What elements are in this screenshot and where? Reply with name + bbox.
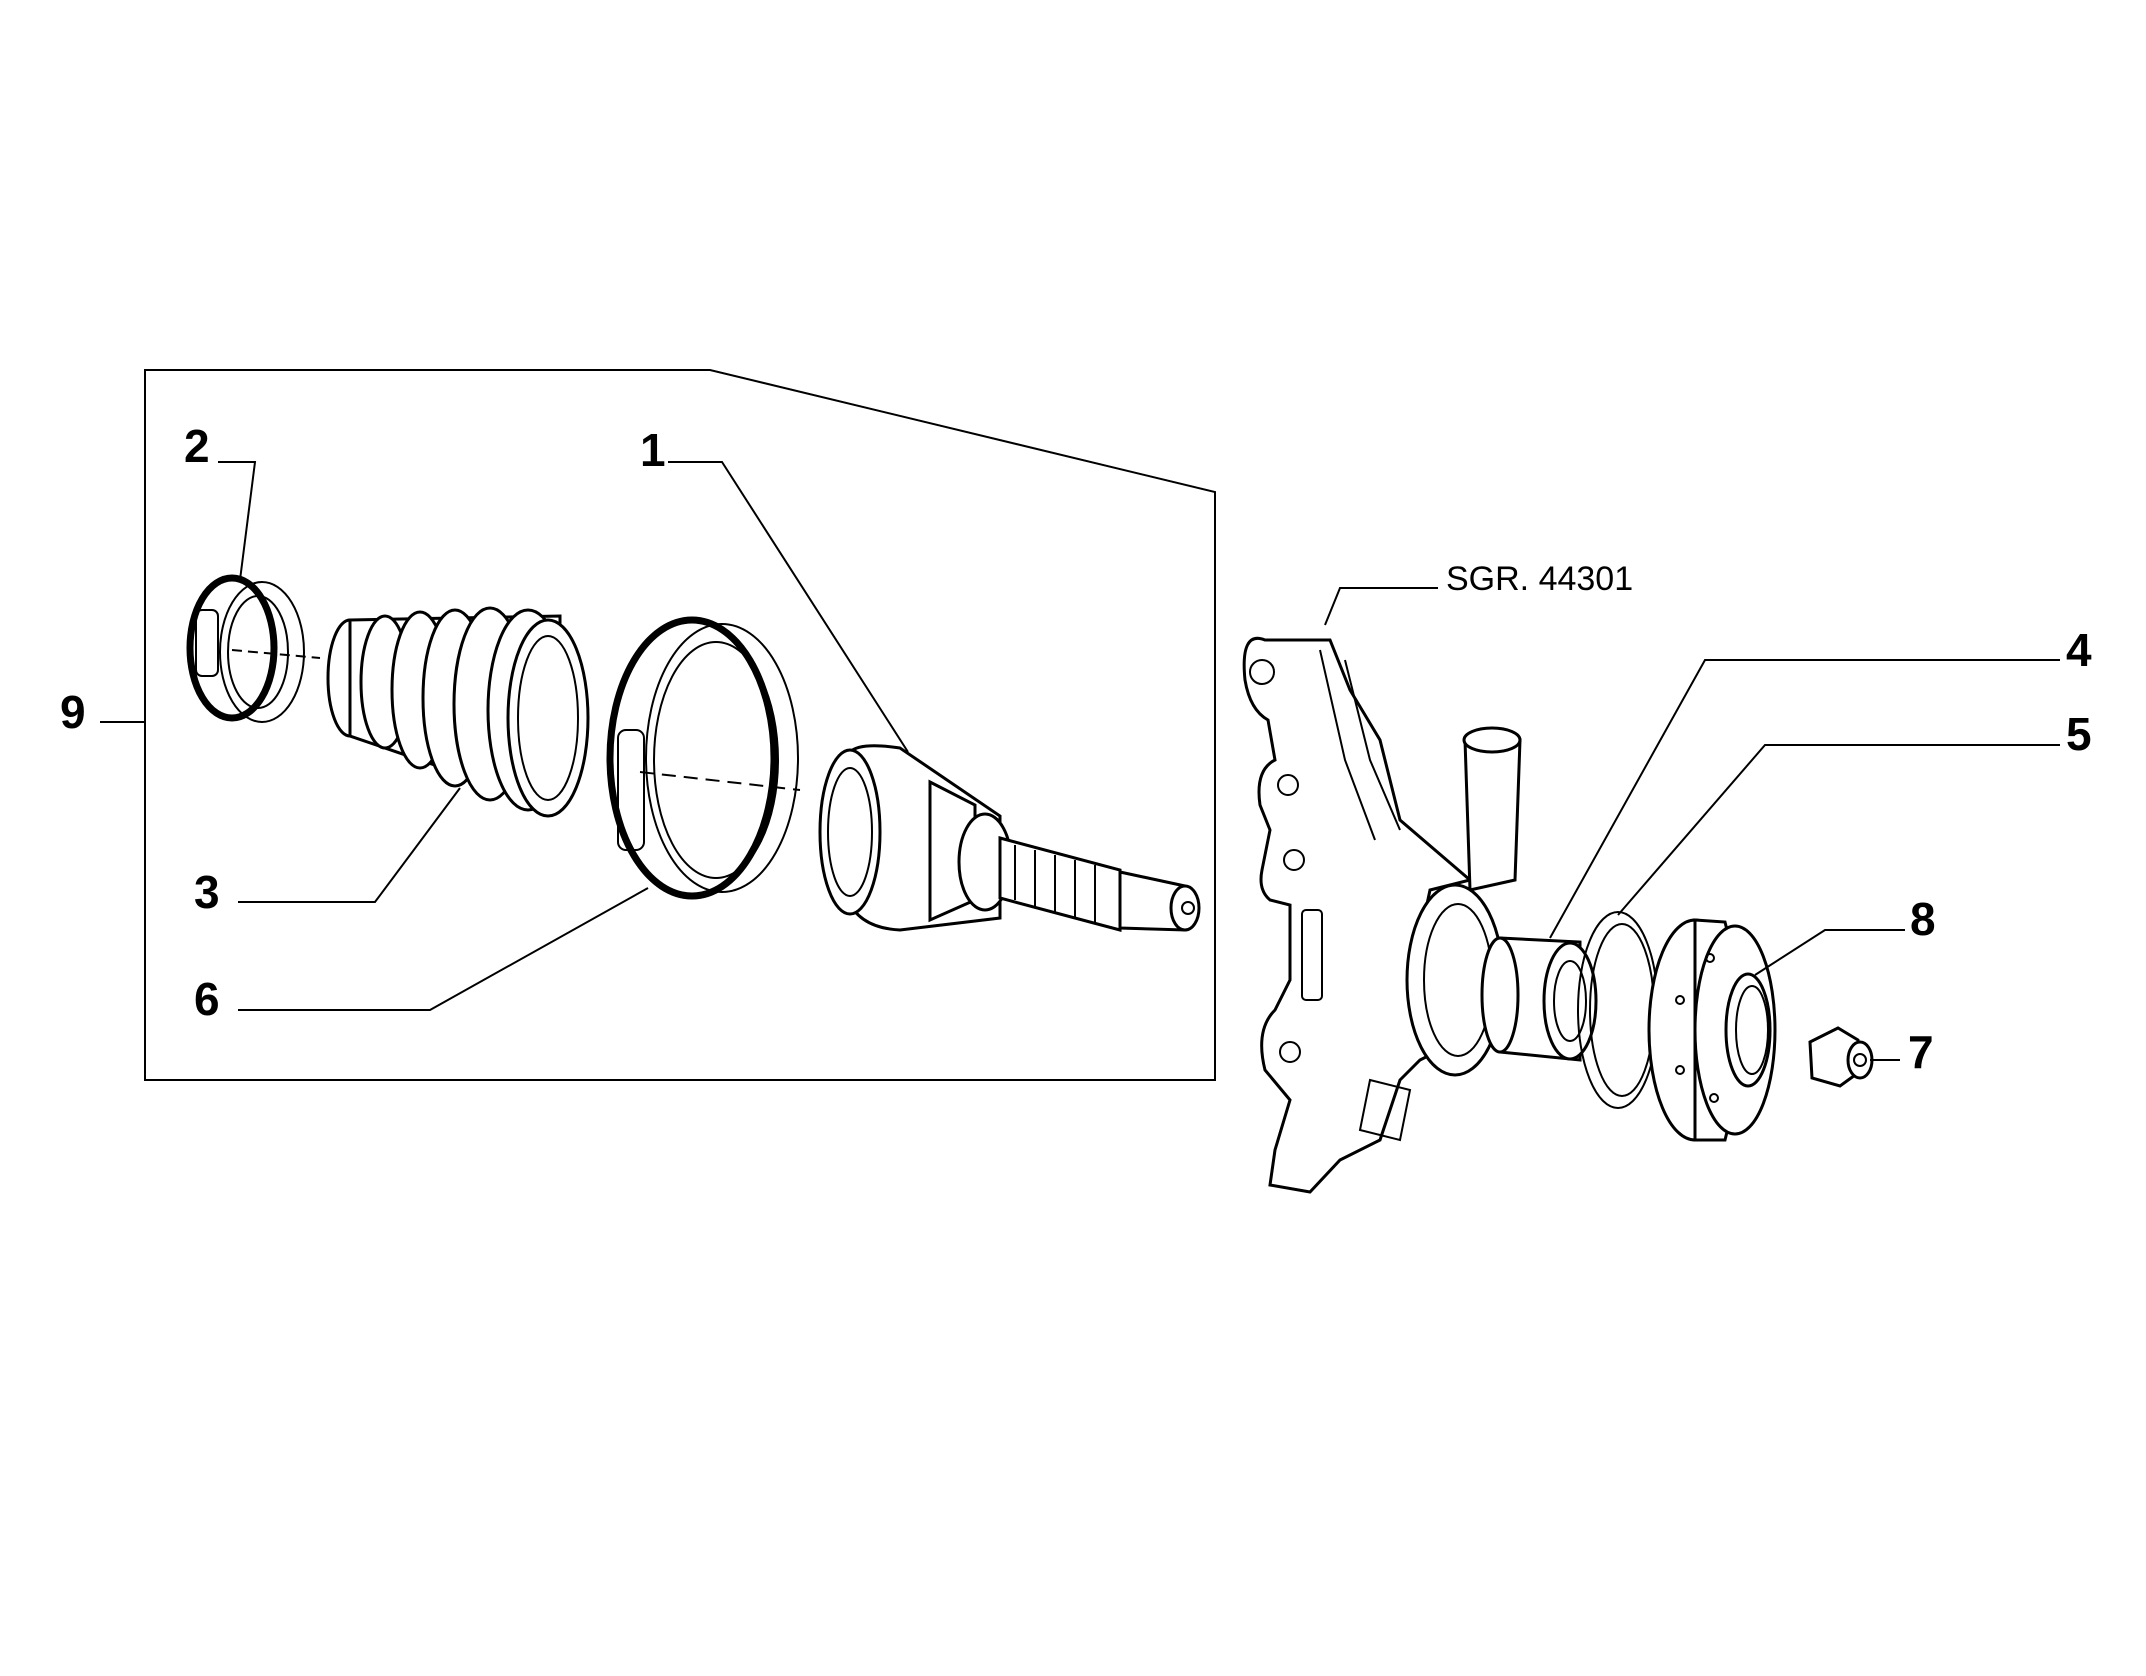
reference-label: SGR. 44301 [1446,560,1633,598]
hub-nut [1808,1026,1874,1088]
leader-lines [100,461,2060,1061]
small-clamp-ring [186,574,321,723]
wheel-bearing [1480,936,1598,1062]
callout-3: 3 [194,866,220,918]
kit-outline-box [144,369,1216,1081]
callout-7: 7 [1908,1026,1934,1078]
cv-joint-shaft [818,744,1201,932]
callout-9: 9 [60,686,86,738]
callout-2: 2 [184,420,210,472]
large-clamp-ring [606,616,801,900]
steering-knuckle [1242,637,1522,1194]
callout-4: 4 [2066,624,2092,676]
callout-1: 1 [640,424,666,476]
callout-6: 6 [194,973,220,1025]
snap-ring [1577,911,1659,1109]
bellows-boot [326,606,590,818]
wheel-hub [1647,918,1777,1142]
callout-8: 8 [1910,893,1936,945]
callout-5: 5 [2066,708,2092,760]
